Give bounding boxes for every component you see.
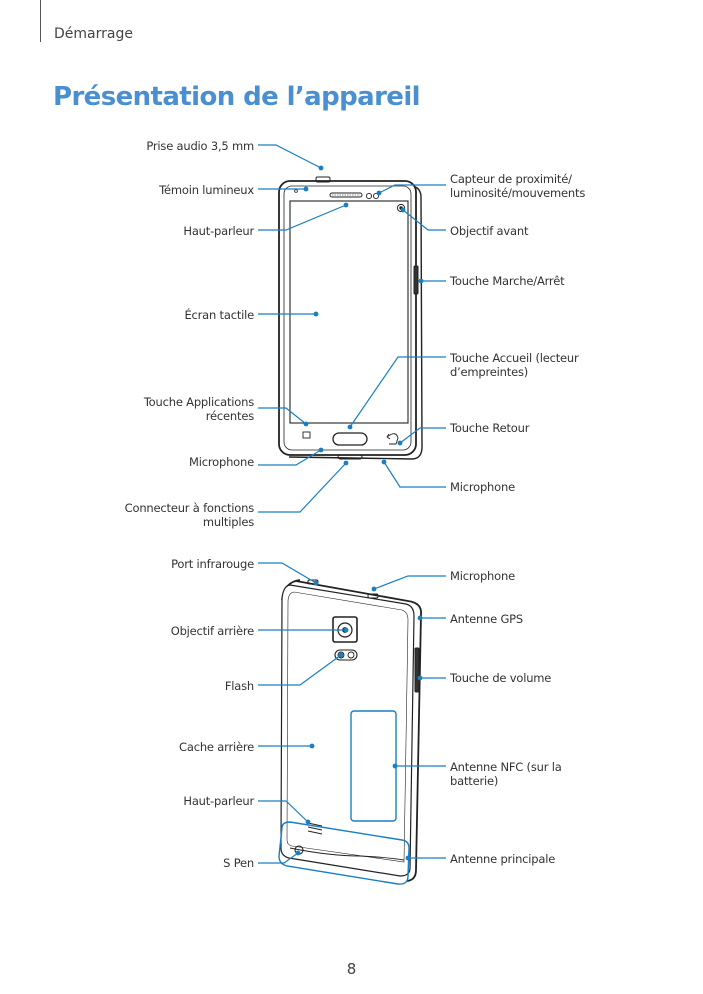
- label-touche-volume: Touche de volume: [450, 671, 552, 685]
- label-prise-audio: Prise audio 3,5 mm: [146, 139, 254, 153]
- label-objectif-arriere: Objectif arrière: [170, 624, 254, 638]
- label-touche-retour: Touche Retour: [450, 421, 530, 435]
- label-microphone-front-left: Microphone: [189, 455, 254, 469]
- label-flash: Flash: [224, 679, 254, 693]
- label-cache-arriere: Cache arrière: [179, 740, 254, 754]
- label-capteur: Capteur de proximité/luminosité/mouvemen…: [450, 172, 586, 200]
- label-s-pen: S Pen: [223, 856, 254, 870]
- label-microphone-back: Microphone: [450, 569, 515, 583]
- label-port-infrarouge: Port infrarouge: [171, 557, 254, 571]
- section-header: Démarrage: [54, 26, 133, 42]
- label-haut-parleur-front: Haut-parleur: [183, 224, 254, 238]
- label-ecran-tactile: Écran tactile: [184, 308, 254, 322]
- back-device-illustration: [278, 579, 422, 885]
- label-temoin-lumineux: Témoin lumineux: [159, 183, 254, 197]
- callout-lines: [258, 144, 446, 864]
- label-microphone-front-right: Microphone: [450, 480, 515, 494]
- label-objectif-avant: Objectif avant: [450, 224, 529, 238]
- page-title: Présentation de l’appareil: [53, 82, 421, 112]
- page-number: 8: [346, 960, 357, 978]
- label-haut-parleur-back: Haut-parleur: [183, 794, 254, 808]
- label-antenne-principale: Antenne principale: [450, 852, 556, 866]
- front-device-illustration: [278, 176, 423, 460]
- label-antenne-gps: Antenne GPS: [450, 612, 523, 626]
- label-touche-marche: Touche Marche/Arrêt: [450, 274, 565, 288]
- callout-dots: [295, 165, 424, 861]
- margin-rule: [40, 0, 41, 42]
